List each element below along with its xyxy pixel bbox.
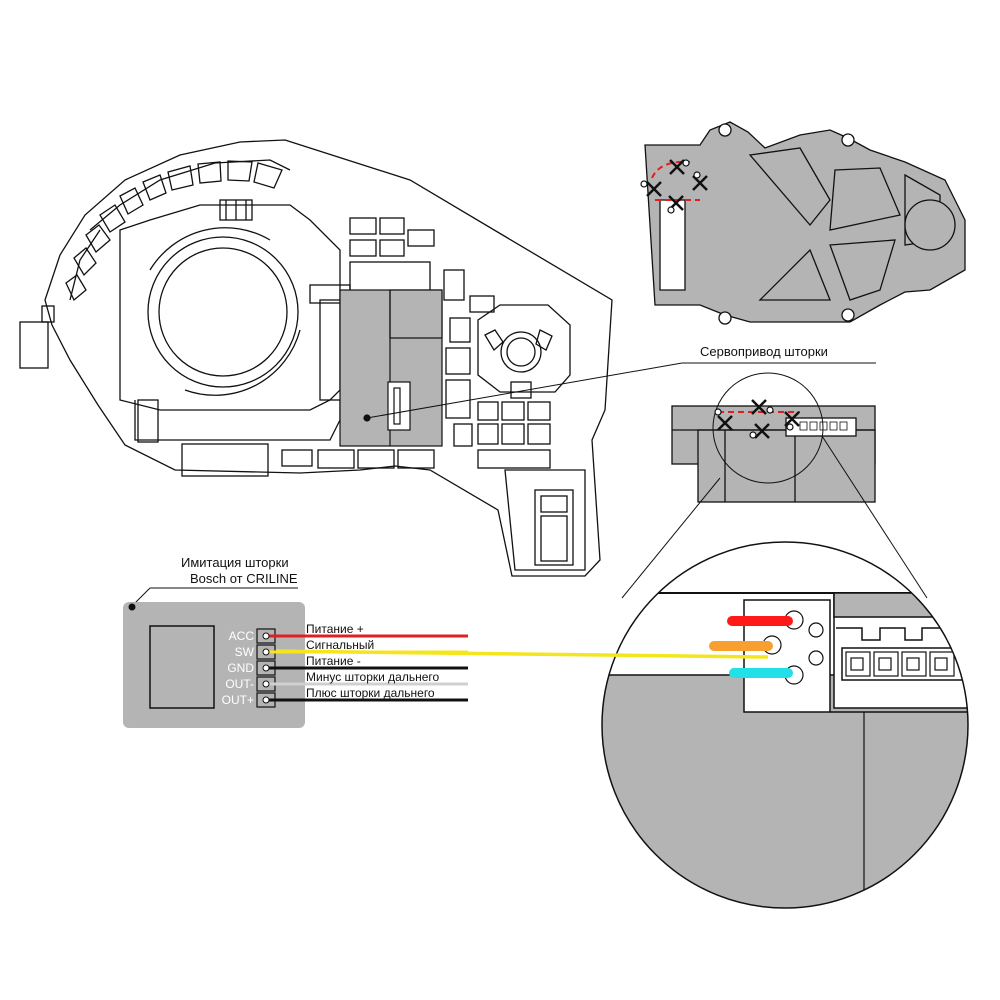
headlight-housing: [19, 139, 613, 577]
terminal-screw-out: [262, 696, 270, 704]
wire-label-acc: Питание +: [306, 622, 364, 636]
cut-marks-top: [640, 159, 708, 214]
pin-label-acc: ACC: [229, 629, 255, 643]
servo-in-housing: [339, 289, 683, 447]
terminal-screw-sw: [262, 648, 270, 656]
wire-label-out: Плюс шторки дальнего: [306, 686, 435, 700]
zoom-line-right: [821, 435, 928, 599]
criline-module: Имитация шторки Bosch от CRILINE: [123, 555, 305, 728]
module-title-line2: Bosch от CRILINE: [190, 571, 298, 586]
zoom-detail: [601, 541, 969, 909]
module-label-area: [149, 625, 215, 709]
servo-side-view: [671, 372, 876, 503]
wire-label-out: Минус шторки дальнего: [306, 670, 439, 684]
zoom-line-left: [621, 477, 721, 599]
pin-label-sw: SW: [235, 645, 255, 659]
wire-label-gnd: Питание -: [306, 654, 361, 668]
terminal-screw-acc: [262, 632, 270, 640]
pin-label-gnd: GND: [227, 661, 254, 675]
cut-marks-side: [714, 399, 800, 439]
servo-label: Сервопривод шторки: [700, 344, 828, 359]
servo-top-view: [644, 121, 966, 325]
pin-label-out: OUT-: [225, 677, 254, 691]
terminal-screw-gnd: [262, 664, 270, 672]
module-title-line1: Имитация шторки: [181, 555, 289, 570]
wire-label-sw: Сигнальный: [306, 638, 374, 652]
pin-label-out: OUT+: [222, 693, 254, 707]
terminal-screw-out: [262, 680, 270, 688]
